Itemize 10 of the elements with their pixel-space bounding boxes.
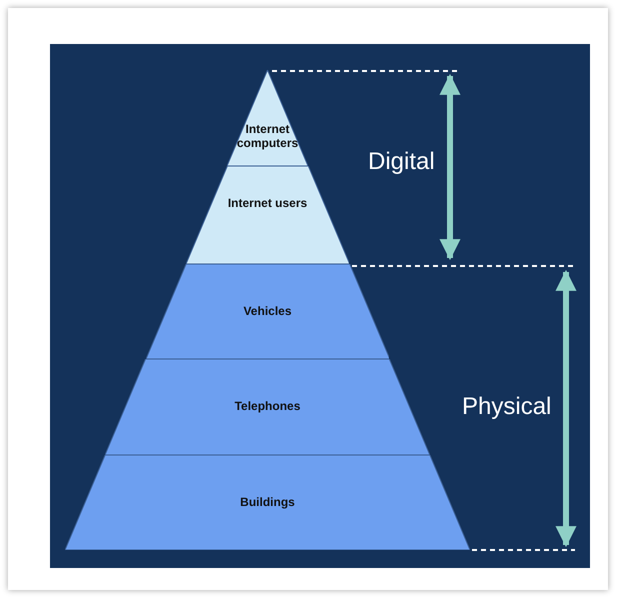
level-label: Telephones: [234, 399, 302, 413]
level-label: Internet computers: [236, 122, 300, 150]
pyramid-top: [227, 70, 308, 166]
range-label: Physical: [462, 393, 552, 421]
level-label: Internet users: [226, 196, 308, 210]
pyramid-level: [146, 264, 390, 359]
range-label: Digital: [368, 148, 435, 176]
level-label: Vehicles: [242, 304, 293, 318]
pyramid-level: [105, 359, 430, 455]
level-label: Buildings: [239, 495, 296, 509]
